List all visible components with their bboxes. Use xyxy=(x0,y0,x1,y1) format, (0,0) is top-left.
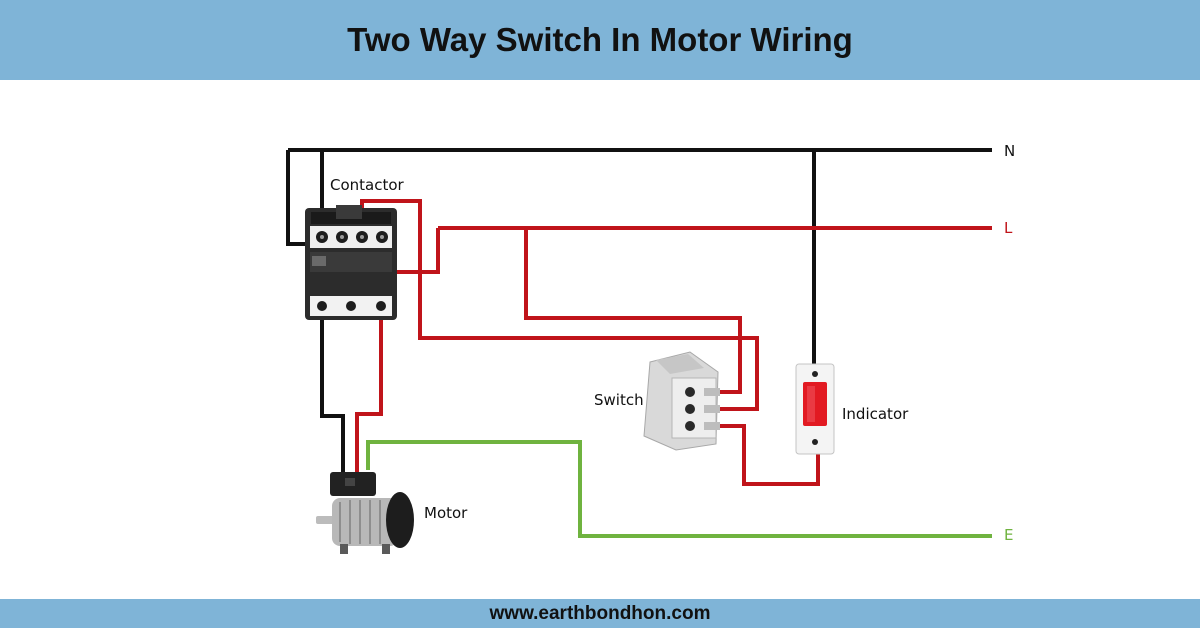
motor-red-wire xyxy=(355,310,383,474)
contactor-label: Contactor xyxy=(330,176,405,194)
contactor-coil-switch-wire xyxy=(360,199,759,411)
title-banner: Two Way Switch In Motor Wiring xyxy=(0,0,1200,80)
switch-indicator-wire xyxy=(720,424,820,486)
neutral-terminal-label: N xyxy=(1004,142,1015,160)
live-terminal-label: L xyxy=(1004,219,1013,237)
footer-banner: www.earthbondhon.com xyxy=(0,599,1200,628)
indicator-label: Indicator xyxy=(842,405,909,423)
indicator-lamp xyxy=(795,363,835,455)
contactor xyxy=(305,205,397,320)
motor-black-wire xyxy=(320,310,345,474)
neutral-wires xyxy=(286,148,992,474)
earth-wire xyxy=(366,440,992,538)
two-way-switch xyxy=(643,351,720,451)
earth-wires xyxy=(366,440,992,538)
motor xyxy=(316,472,414,554)
live-switch-common-wire xyxy=(524,228,742,394)
earth-terminal-label: E xyxy=(1004,526,1013,544)
switch-label: Switch xyxy=(594,391,644,409)
website-url: www.earthbondhon.com xyxy=(489,602,711,624)
page-title: Two Way Switch In Motor Wiring xyxy=(347,21,853,58)
motor-label: Motor xyxy=(424,504,468,522)
